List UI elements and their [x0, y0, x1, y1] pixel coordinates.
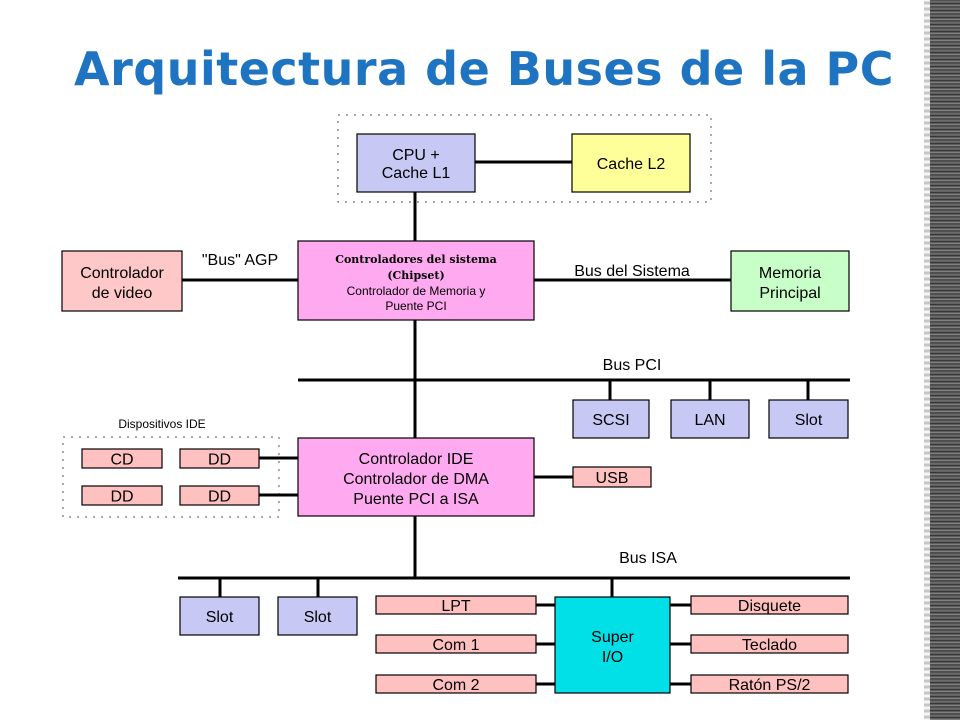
box-ide-ctrl-label: Controlador IDE	[359, 451, 474, 468]
slide-title: Arquitectura de Buses de la PC	[73, 42, 895, 96]
box-chipset-label: (Chipset)	[387, 269, 444, 282]
box-teclado-shape	[690, 634, 849, 654]
ide-devices-group-outline	[62, 436, 280, 518]
box-ide-ctrl-label: Puente PCI a ISA	[353, 491, 479, 508]
box-lan-shape	[670, 399, 750, 439]
box-chipset: Controladores del sistema (Chipset) Contro…	[297, 240, 535, 321]
box-lpt-shape	[375, 595, 537, 615]
cpu-cache-group-outline	[337, 114, 712, 203]
box-video: Controlador de video	[61, 250, 183, 312]
box-dd3-shape	[179, 485, 260, 506]
box-disquete: Disquete	[690, 595, 849, 615]
box-video-label: de video	[92, 285, 153, 302]
box-dd1: DD	[179, 448, 260, 469]
box-cache-l2: Cache L2	[571, 133, 691, 193]
box-chipset-label: Puente PCI	[385, 299, 446, 313]
connector-lines	[178, 160, 850, 686]
box-slot-isa2-shape	[277, 596, 358, 636]
box-dd2-label: DD	[110, 488, 133, 505]
label-dispositivos-ide: Dispositivos IDE	[118, 417, 205, 431]
box-dd1-label: DD	[208, 451, 231, 468]
box-dd2: DD	[81, 485, 163, 506]
box-dd3: DD	[179, 485, 260, 506]
box-video-label: Controlador	[80, 265, 164, 282]
box-com1-shape	[375, 634, 537, 654]
box-slot-isa2-label: Slot	[304, 609, 332, 626]
box-teclado: Teclado	[690, 634, 849, 654]
box-lan: LAN	[670, 399, 750, 439]
box-com1-label: Com 1	[432, 637, 479, 654]
box-usb-label: USB	[596, 470, 629, 487]
box-com2-label: Com 2	[432, 677, 479, 694]
box-cd: CD	[81, 448, 163, 469]
box-slot-pci-shape	[768, 399, 849, 439]
box-lpt-label: LPT	[441, 598, 471, 615]
box-cpu-label: Cache L1	[382, 165, 451, 182]
box-ide-ctrl: Controlador IDE Controlador de DMA Puente …	[297, 437, 535, 517]
box-scsi-label: SCSI	[592, 412, 629, 429]
box-scsi-shape	[572, 399, 650, 439]
box-slot-pci: Slot	[768, 399, 849, 439]
box-slot-pci-label: Slot	[795, 412, 823, 429]
slide-edge-decoration	[924, 0, 960, 720]
label-bus-isa: Bus ISA	[619, 550, 677, 567]
box-super-io-shape	[554, 596, 671, 694]
box-super-io-label: I/O	[602, 649, 623, 666]
box-chipset-label: Controlador de Memoria y	[347, 284, 486, 298]
box-com2: Com 2	[375, 674, 537, 694]
box-video-shape	[61, 250, 183, 312]
box-raton-label: Ratón PS/2	[729, 677, 811, 694]
box-ide-ctrl-label: Controlador de DMA	[343, 471, 489, 488]
box-slot-isa1: Slot	[179, 596, 260, 636]
box-disquete-label: Disquete	[738, 598, 801, 615]
box-memoria-label: Memoria	[759, 265, 821, 282]
box-memoria-shape	[730, 250, 850, 312]
box-slot-isa2: Slot	[277, 596, 358, 636]
box-com2-shape	[375, 674, 537, 694]
box-com1: Com 1	[375, 634, 537, 654]
box-cpu: CPU +Cache L1	[356, 133, 476, 193]
box-dd1-shape	[179, 448, 260, 469]
box-cache-l2-shape	[571, 133, 691, 193]
box-memoria-label: Principal	[759, 285, 820, 302]
box-slot-isa1-label: Slot	[206, 609, 234, 626]
box-lan-label: LAN	[694, 412, 725, 429]
box-chipset-label: Controladores del sistema	[335, 253, 497, 266]
box-cpu-label: CPU +	[392, 147, 440, 164]
box-raton: Ratón PS/2	[690, 674, 849, 694]
bus-architecture-diagram: CPU +Cache L1 Cache L2 Controlador de video…	[61, 114, 850, 694]
box-cache-l2-label: Cache L2	[597, 156, 666, 173]
box-super-io-label: Super	[591, 629, 634, 646]
box-teclado-label: Teclado	[742, 637, 797, 654]
box-usb-shape	[572, 466, 652, 488]
box-scsi: SCSI	[572, 399, 650, 439]
box-chipset-shape	[297, 240, 535, 321]
box-dd2-shape	[81, 485, 163, 506]
box-dd3-label: DD	[208, 488, 231, 505]
box-cd-shape	[81, 448, 163, 469]
box-lpt: LPT	[375, 595, 537, 615]
box-disquete-shape	[690, 595, 849, 615]
box-usb: USB	[572, 466, 652, 488]
box-raton-shape	[690, 674, 849, 694]
label-bus-pci: Bus PCI	[603, 357, 662, 374]
box-ide-ctrl-shape	[297, 437, 535, 517]
box-slot-isa1-shape	[179, 596, 260, 636]
box-cpu-shape	[356, 133, 476, 193]
box-cd-label: CD	[110, 451, 133, 468]
label-bus-sistema: Bus del Sistema	[574, 263, 690, 280]
label-bus-agp: "Bus" AGP	[202, 252, 278, 269]
